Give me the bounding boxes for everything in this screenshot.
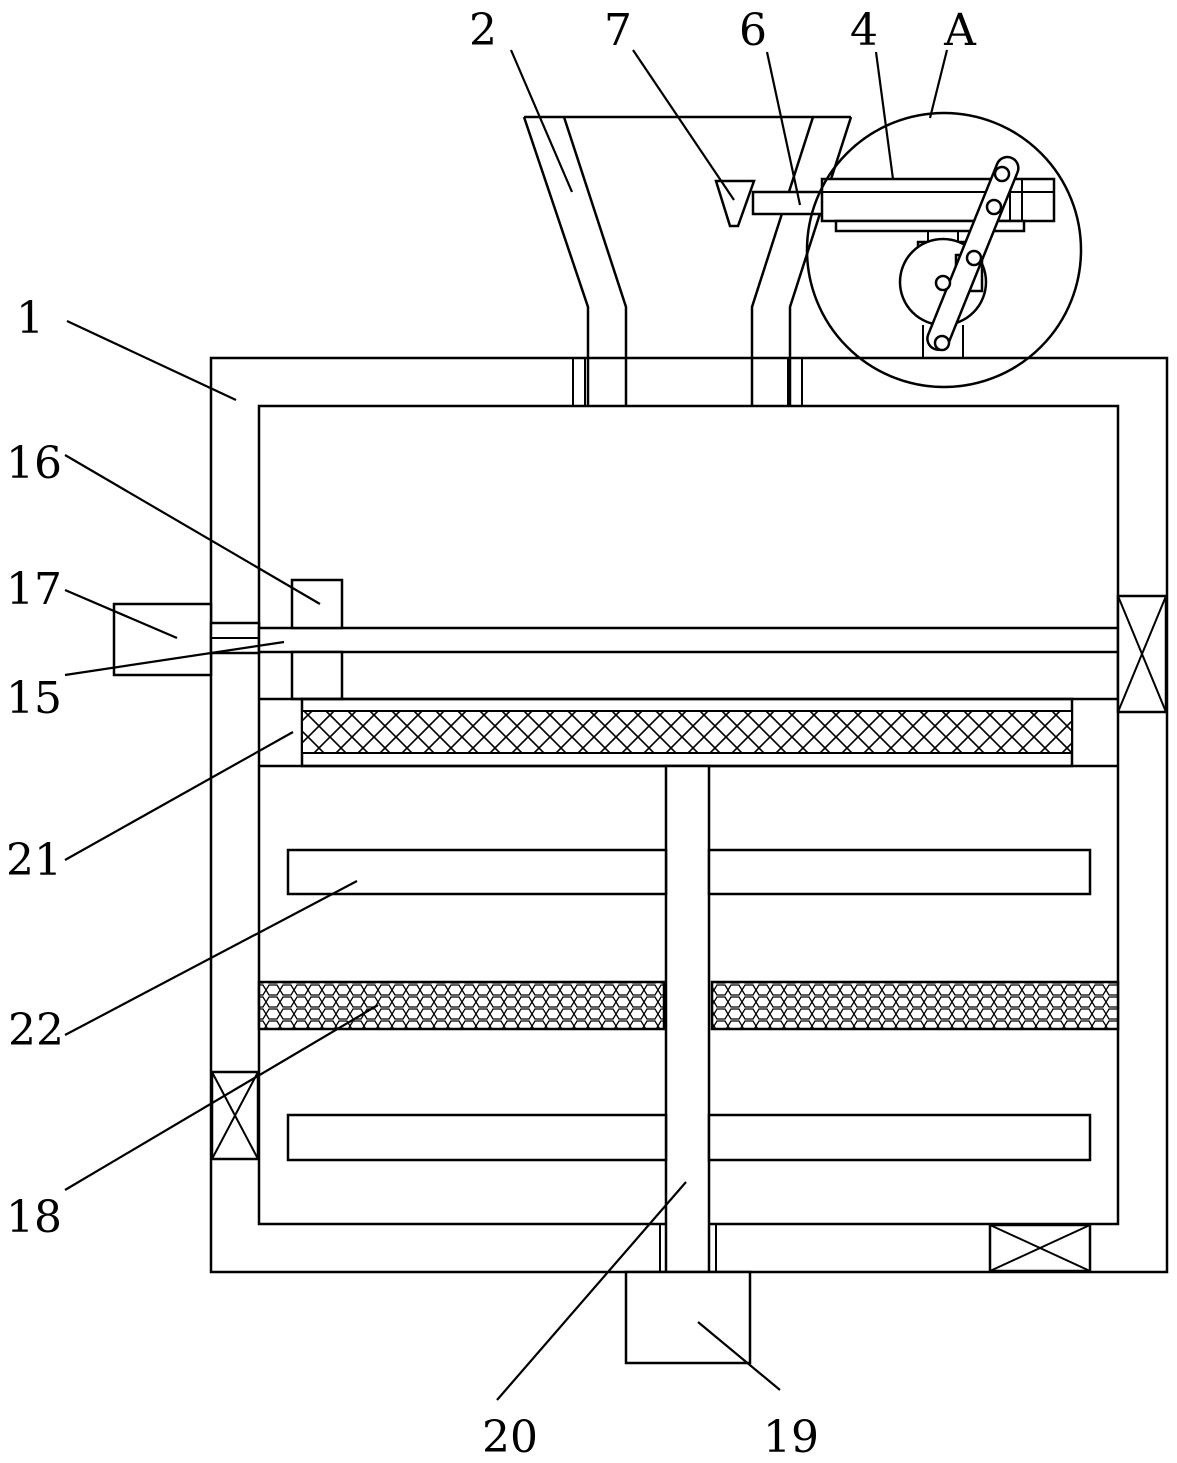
right-bearing — [1116, 594, 1168, 714]
label-rail: 4 — [850, 5, 878, 56]
label-horizontal-shaft: 15 — [6, 673, 62, 724]
bottom-valve — [988, 1223, 1092, 1273]
left-valve — [210, 1070, 260, 1161]
label-upper-screen: 21 — [6, 835, 62, 886]
crank-mechanism — [898, 155, 1020, 358]
leader-lines — [64, 49, 949, 1401]
upper-bearing — [290, 578, 344, 701]
label-lower-screen: 18 — [6, 1192, 62, 1243]
upper-screen — [259, 697, 1118, 768]
label-upper-bearing: 16 — [6, 438, 62, 489]
label-push-rod: 6 — [739, 5, 767, 56]
rail — [820, 177, 1056, 233]
label-funnel: 2 — [469, 5, 497, 56]
lower-screen — [257, 980, 1120, 1031]
label-bottom-motor: 19 — [763, 1412, 819, 1463]
side-motor — [112, 602, 213, 677]
label-vertical-shaft: 20 — [482, 1412, 538, 1463]
stirring-blades — [286, 848, 1092, 1162]
funnel — [522, 115, 853, 406]
label-side-motor: 17 — [6, 564, 62, 615]
detail-circle-a — [805, 111, 1083, 389]
label-scraper-block: 7 — [604, 5, 632, 56]
horizontal-shaft — [209, 621, 1167, 655]
reference-labels: 1 2 7 6 4 A 16 17 15 21 22 18 20 19 — [6, 5, 977, 1463]
vertical-shaft — [664, 764, 711, 1274]
label-stirring-blade: 22 — [8, 1005, 64, 1056]
scraper-block — [714, 179, 756, 228]
label-detail-a: A — [943, 5, 977, 56]
label-housing: 1 — [16, 293, 44, 344]
